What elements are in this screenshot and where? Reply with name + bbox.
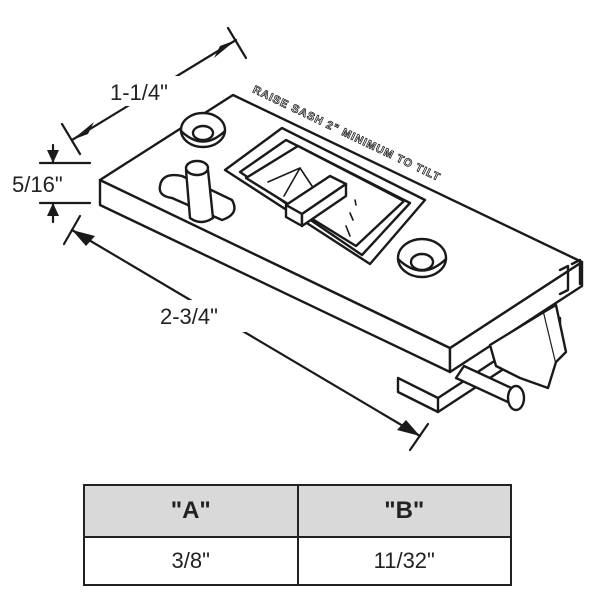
screw-hole-top [179,111,227,149]
dim-width-label: 1-1/4" [110,80,168,105]
value-a: 3/8" [83,536,299,586]
tilt-latch-drawing: 1-1/4" 5/16" 2-3/4" RAISE SASH 2" MINIMU… [12,26,584,452]
column-header-a: "A" [83,484,299,538]
slider-thumb [284,174,348,228]
arrowhead [72,230,95,246]
column-header-b: "B" [296,484,512,538]
screw-hole-bottom [396,237,448,279]
pivot-peg [184,159,215,224]
dim-thickness-label: 5/16" [12,172,63,197]
value-b: 11/32" [296,536,512,586]
arrowhead [47,203,59,216]
spec-header-row: "A" "B" [83,484,512,538]
dim-length-label: 2-3/4" [160,304,218,329]
arrowhead [214,40,236,58]
arrowhead [47,150,59,163]
arrowhead [72,122,94,140]
bottom-rail [396,376,440,414]
spec-value-row: 3/8" 11/32" [83,536,512,586]
arrowhead [397,420,420,436]
spec-table: "A" "B" 3/8" 11/32" [83,484,512,586]
